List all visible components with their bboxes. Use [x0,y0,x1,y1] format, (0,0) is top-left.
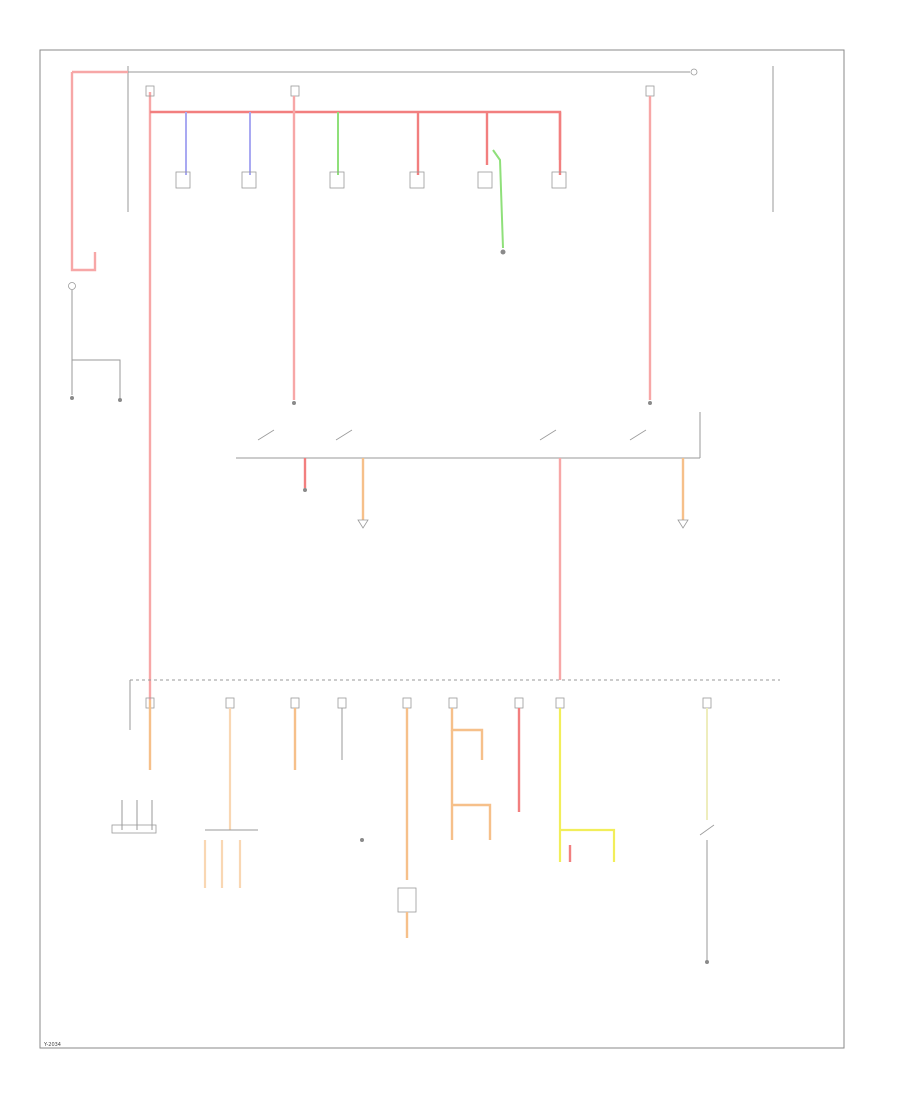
connector-block-icon [111,824,157,834]
branch-wire [452,803,492,840]
arrow-icon [357,519,369,529]
ground-point-icon [500,249,506,255]
fuse-icon [702,697,712,709]
branch-leads [121,800,153,830]
connector-icon [360,838,364,842]
fuse-row-bottom [145,697,712,709]
fuse-icon [337,697,347,709]
relay-icon [409,171,425,189]
relay-output-wire [492,149,504,249]
fuse-icon [448,697,458,709]
fuse-icon [145,85,155,97]
ground-point-icon [303,488,307,492]
switch-contact-icon [335,429,353,441]
page-reference: Y-2034 [43,1042,61,1048]
fuse-icon [290,697,300,709]
switch-contact-icon [257,429,275,441]
fuse-icon [514,697,524,709]
battery-feed-wire [70,72,97,272]
branch-leads [203,840,242,888]
switch-contact-icon [699,824,715,836]
battery-icon [68,282,76,290]
fuse-icon [402,697,412,709]
fuse-icon [645,85,655,97]
branch-wire [450,708,484,760]
switch-contact-icon [539,429,557,441]
module-icon [397,887,417,913]
relay-branches [175,112,567,255]
relay-icon [477,171,493,189]
connector-icon [292,401,296,405]
fuse-distribution-bus [150,110,562,160]
ground-point-icon [705,960,709,964]
connector-icon [648,401,652,405]
relay-icon [175,171,191,189]
lower-branches [111,700,715,964]
relay-icon [551,171,567,189]
battery-ground-split [71,359,121,398]
fuse-icon [290,85,300,97]
fuse-icon [555,697,565,709]
ground-point-icon [70,396,74,400]
ignition-switch [236,401,701,459]
arrow-icon [677,519,689,529]
relay-icon [241,171,257,189]
ground-connector [690,68,698,76]
ground-point-icon [118,398,122,402]
switch-contact-icon [629,429,647,441]
fuse-row-top [145,85,655,97]
fuse-icon [225,697,235,709]
branch-wire [560,828,616,862]
diagram-frame [39,49,845,1049]
relay-icon [329,171,345,189]
